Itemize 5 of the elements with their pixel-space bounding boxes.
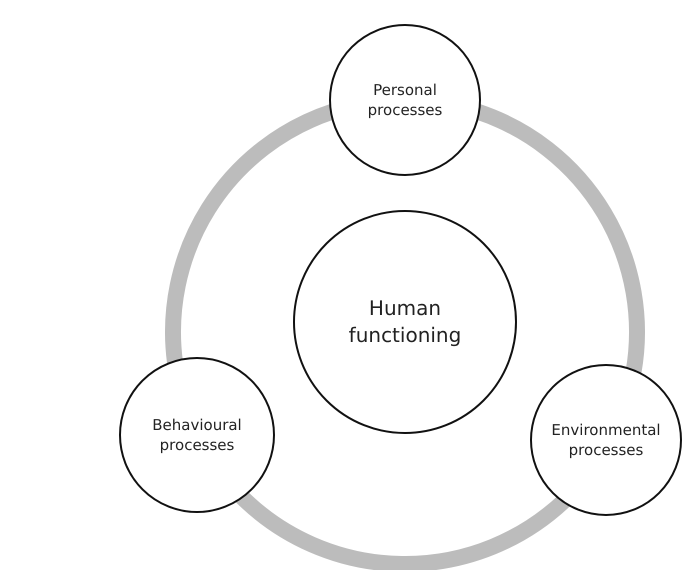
node-label: Personal processes: [366, 80, 444, 120]
connector-arc: [236, 490, 570, 570]
node-label: Behavioural processes: [151, 414, 243, 456]
node-label: Human functioning: [348, 295, 462, 349]
node-label: Environmental processes: [550, 420, 662, 460]
